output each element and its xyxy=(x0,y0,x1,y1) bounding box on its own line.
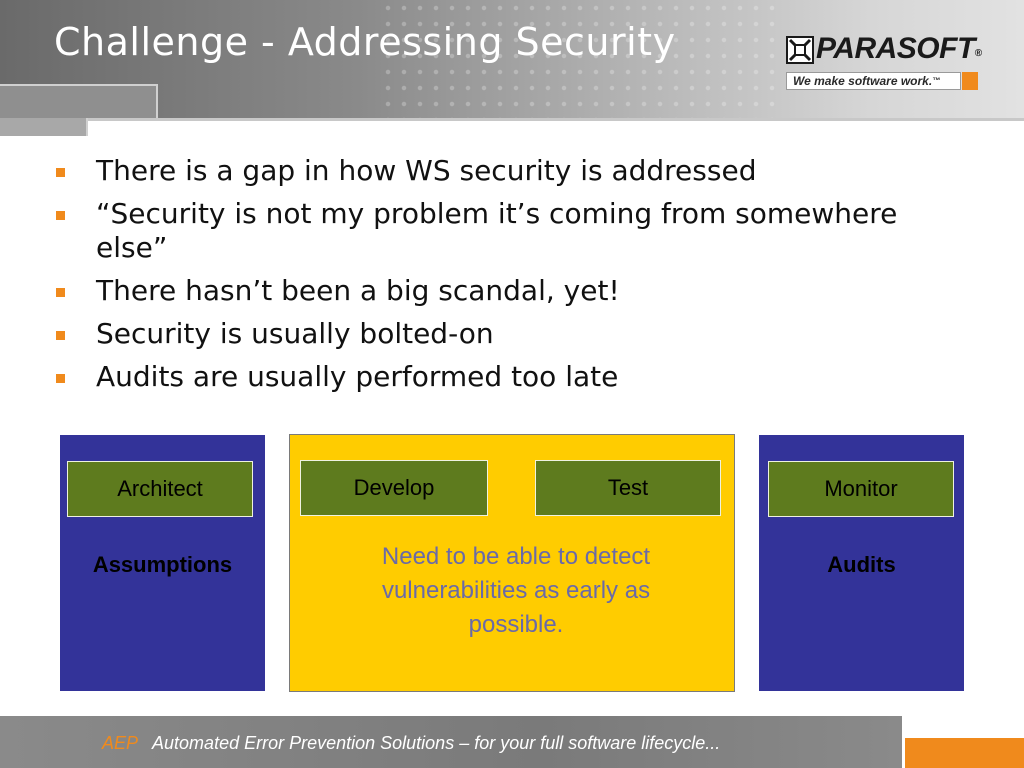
slide-footer xyxy=(0,716,902,768)
bullet-square-icon xyxy=(56,168,65,177)
bullet-text: Audits are usually performed too late xyxy=(96,360,619,393)
slide-title: Challenge - Addressing Security xyxy=(54,20,676,64)
develop-stage: Develop xyxy=(300,460,488,516)
header-tab-lower-decoration xyxy=(0,118,88,136)
footer-abbr: AEP xyxy=(102,733,139,753)
early-detection-note: Need to be able to detect vulnerabilitie… xyxy=(381,543,651,638)
bullet-item: Security is usually bolted-on xyxy=(56,317,956,351)
bullet-list: There is a gap in how WS security is add… xyxy=(56,154,956,403)
bullet-text: Security is usually bolted-on xyxy=(96,317,494,350)
bullet-item: There hasn’t been a big scandal, yet! xyxy=(56,274,956,308)
header-dot-pattern xyxy=(380,0,780,118)
bullet-square-icon xyxy=(56,331,65,340)
footer-tagline: Automated Error Prevention Solutions – f… xyxy=(152,733,721,753)
footer-text: AEP Automated Error Prevention Solutions … xyxy=(102,733,720,754)
parasoft-logo: PARASOFT® We make software work.™ xyxy=(786,32,982,92)
bullet-item: Audits are usually performed too late xyxy=(56,360,956,394)
logo-tagline-accent xyxy=(962,72,978,90)
bullet-square-icon xyxy=(56,288,65,297)
logo-tagline-mark: ™ xyxy=(932,76,941,85)
bullet-item: “Security is not my problem it’s coming … xyxy=(56,197,956,265)
header-divider xyxy=(88,118,1024,121)
test-stage: Test xyxy=(535,460,721,516)
audits-caption: Audits xyxy=(827,552,896,577)
assumptions-caption: Assumptions xyxy=(92,552,233,577)
monitor-stage: Monitor xyxy=(768,461,954,517)
logo-wordmark: PARASOFT® xyxy=(816,32,982,66)
bullet-item: There is a gap in how WS security is add… xyxy=(56,154,956,188)
bullet-text: “Security is not my problem it’s coming … xyxy=(96,197,898,264)
bullet-square-icon xyxy=(56,211,65,220)
header-tab-decoration xyxy=(0,84,158,118)
slide-header: Challenge - Addressing Security PARASOFT… xyxy=(0,0,1024,118)
logo-tagline-text: We make software work. xyxy=(793,74,933,88)
footer-corner-spacer xyxy=(905,716,1024,736)
bullet-square-icon xyxy=(56,374,65,383)
bullet-text: There is a gap in how WS security is add… xyxy=(96,154,757,187)
footer-orange-accent xyxy=(905,738,1024,768)
logo-brand: PARASOFT xyxy=(816,32,975,65)
architect-stage: Architect xyxy=(67,461,253,517)
parasoft-mark-icon xyxy=(786,36,814,64)
logo-registered-mark: ® xyxy=(974,48,982,59)
logo-tagline: We make software work.™ xyxy=(786,72,961,90)
bullet-text: There hasn’t been a big scandal, yet! xyxy=(96,274,620,307)
